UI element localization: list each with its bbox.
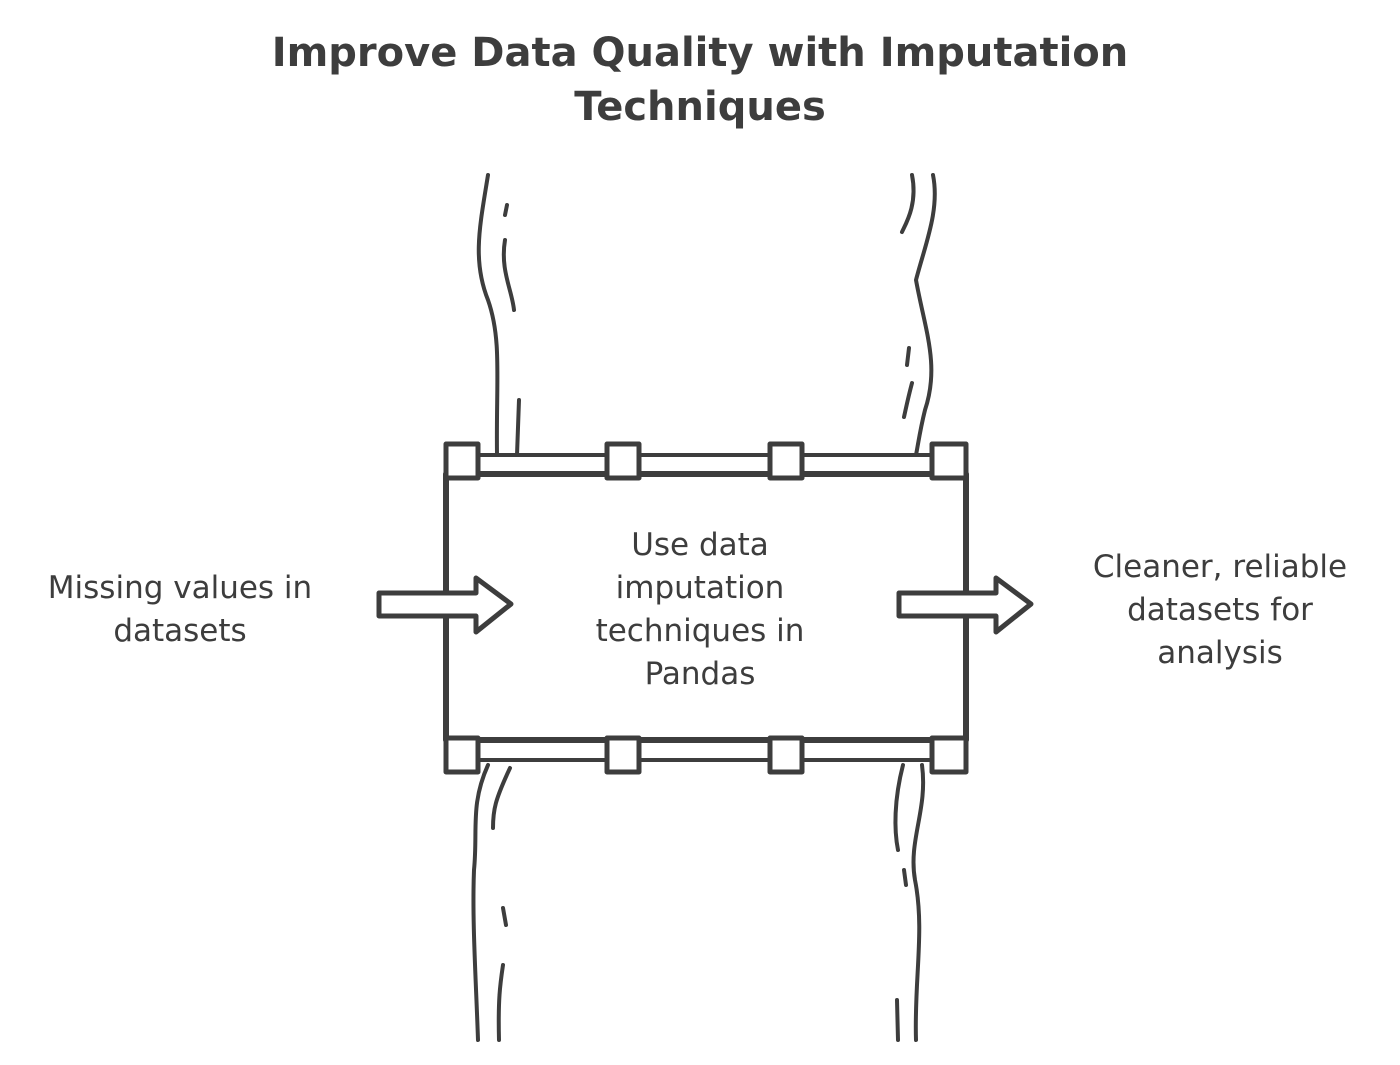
input-arrow xyxy=(376,575,514,635)
diagram-title: Improve Data Quality with Imputation Tec… xyxy=(271,30,1129,130)
top-rail xyxy=(443,441,969,481)
bottom-rail xyxy=(443,735,969,775)
stream-bottom-left xyxy=(471,763,512,1042)
output-label: Cleaner, reliable datasets for analysis xyxy=(1092,549,1348,671)
input-label: Missing values in datasets xyxy=(47,570,313,649)
stream-top-left xyxy=(476,173,521,457)
stream-top-right xyxy=(900,173,937,457)
stream-bottom-right xyxy=(893,763,926,1042)
process-label: Use data imputation techniques in Pandas xyxy=(595,527,805,692)
output-arrow xyxy=(896,575,1034,635)
